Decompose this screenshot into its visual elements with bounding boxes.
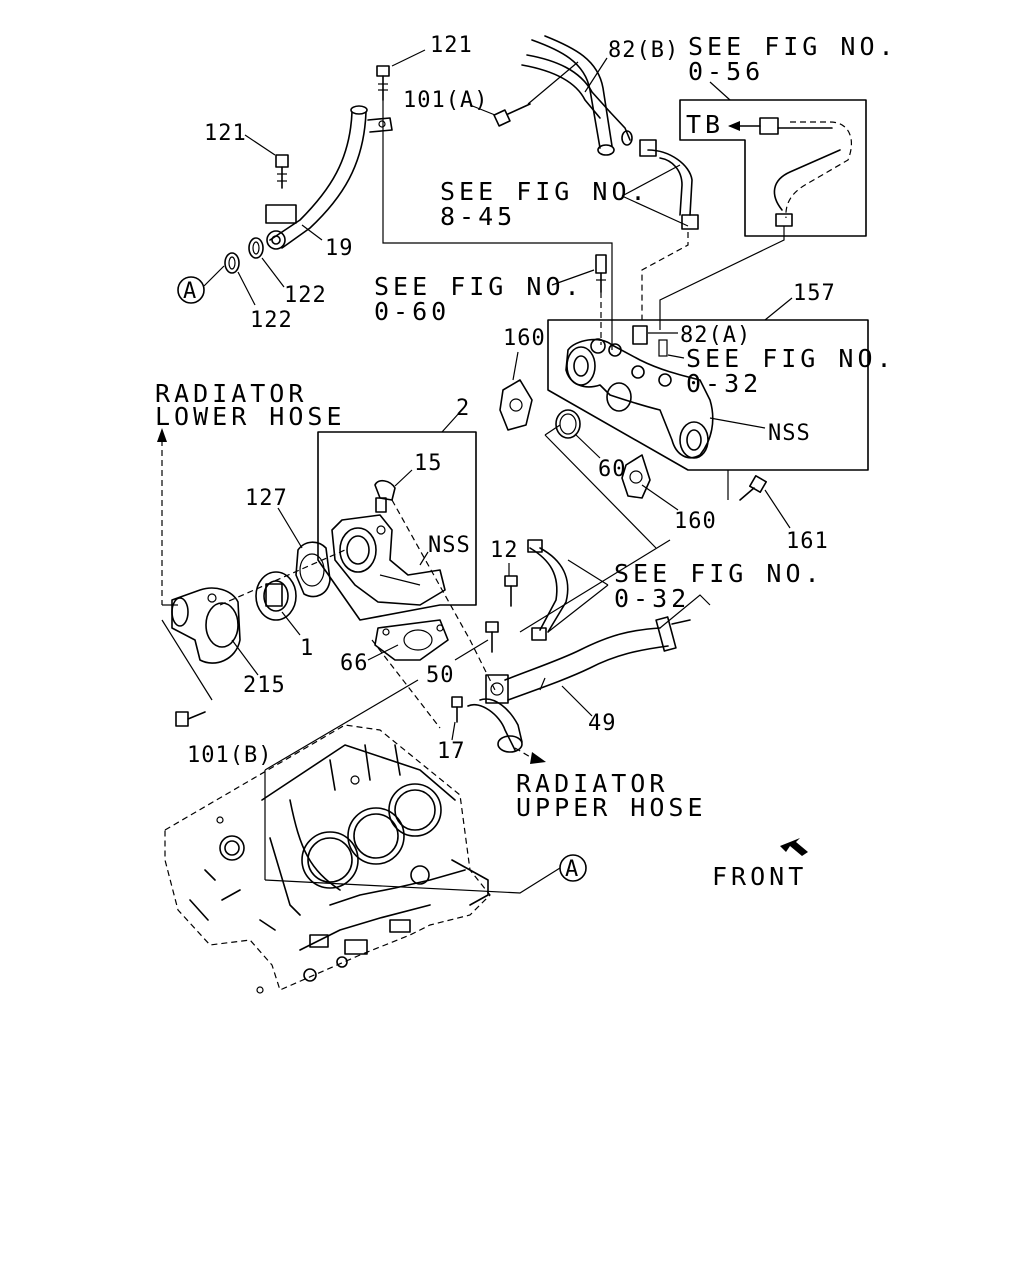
o-ring-122-b bbox=[224, 252, 240, 274]
hose-nipple-15 bbox=[374, 479, 396, 513]
callout-15: 15 bbox=[414, 451, 443, 476]
ref-fig-032b-line2: 0-32 bbox=[614, 584, 690, 613]
callout-1: 1 bbox=[300, 636, 314, 661]
o-ring-122-a bbox=[248, 237, 264, 259]
bypass-hose bbox=[527, 539, 569, 641]
bolt-121-top bbox=[376, 65, 390, 101]
callout-157: 157 bbox=[793, 281, 836, 306]
ref-fig-032a-line2: 0-32 bbox=[686, 369, 762, 398]
callout-nss-right: NSS bbox=[768, 421, 811, 446]
callout-101a: 101(A) bbox=[403, 88, 488, 113]
callout-60: 60 bbox=[598, 457, 627, 482]
front-arrow bbox=[780, 838, 808, 856]
circle-a-top: A bbox=[177, 276, 205, 304]
temp-sensor bbox=[595, 254, 607, 293]
callout-215: 215 bbox=[243, 673, 286, 698]
ref-fig-032b-line1: SEE FIG NO. bbox=[614, 559, 824, 588]
engine-block bbox=[164, 724, 491, 994]
callout-50: 50 bbox=[426, 663, 455, 688]
callout-66: 66 bbox=[340, 651, 369, 676]
callout-121-top: 121 bbox=[430, 33, 473, 58]
front-label: FRONT bbox=[712, 862, 807, 891]
ref-fig-056-line2: 0-56 bbox=[688, 57, 764, 86]
thermostat-housing bbox=[331, 514, 446, 606]
water-pipe-19 bbox=[265, 105, 393, 250]
bolt-12 bbox=[504, 575, 518, 607]
callout-17: 17 bbox=[437, 739, 466, 764]
tb-box: TB bbox=[679, 99, 867, 237]
water-outlet-housing bbox=[565, 325, 714, 459]
svg-text:A: A bbox=[183, 279, 197, 304]
callout-121-left: 121 bbox=[204, 121, 247, 146]
ref-fig-032a-line1: SEE FIG NO. bbox=[686, 344, 896, 373]
gasket-127 bbox=[295, 541, 331, 598]
small-hose bbox=[639, 139, 699, 230]
circle-a-bottom: A bbox=[559, 854, 587, 882]
bolt-50 bbox=[485, 621, 499, 653]
callout-82a: 82(A) bbox=[680, 323, 751, 348]
bolt-101a bbox=[493, 103, 531, 127]
callout-49: 49 bbox=[588, 711, 617, 736]
callout-161: 161 bbox=[786, 529, 829, 554]
callout-122-a: 122 bbox=[284, 283, 327, 308]
callout-82b: 82(B) bbox=[608, 38, 679, 63]
rad-lower-line2: LOWER HOSE bbox=[155, 402, 346, 431]
rad-upper-line1: RADIATOR bbox=[516, 769, 668, 798]
callout-160-top: 160 bbox=[503, 326, 546, 351]
gasket-160-top bbox=[499, 379, 533, 431]
ref-fig-060-line1: SEE FIG NO. bbox=[374, 272, 584, 301]
callout-19: 19 bbox=[325, 236, 354, 261]
gasket-160-bottom bbox=[621, 454, 651, 499]
callout-160-bottom: 160 bbox=[674, 509, 717, 534]
svg-text:A: A bbox=[565, 857, 579, 882]
callout-nss-mid: NSS bbox=[428, 533, 471, 558]
callout-2: 2 bbox=[456, 396, 470, 421]
callout-122-b: 122 bbox=[250, 308, 293, 333]
clip-17 bbox=[451, 696, 463, 723]
water-inlet-215 bbox=[171, 587, 241, 664]
ref-fig-060-line2: 0-60 bbox=[374, 297, 450, 326]
o-ring-60 bbox=[555, 409, 581, 439]
callout-127: 127 bbox=[245, 486, 288, 511]
thermostat-1 bbox=[255, 571, 297, 621]
ref-fig-056-line1: SEE FIG NO. bbox=[688, 32, 898, 61]
ref-fig-845-line2: 8-45 bbox=[440, 202, 516, 231]
tb-label: TB bbox=[686, 110, 724, 139]
callout-12: 12 bbox=[490, 538, 519, 563]
bolt-121-left bbox=[275, 154, 289, 189]
bolt-101b bbox=[175, 711, 206, 727]
water-pipe-49 bbox=[467, 616, 691, 753]
rad-upper-line2: UPPER HOSE bbox=[516, 793, 707, 822]
bolt-161 bbox=[739, 475, 767, 501]
callout-101b: 101(B) bbox=[187, 743, 272, 768]
rad-lower-line1: RADIATOR bbox=[155, 379, 307, 408]
ref-fig-845-line1: SEE FIG NO. bbox=[440, 177, 650, 206]
gasket-66 bbox=[374, 619, 449, 661]
